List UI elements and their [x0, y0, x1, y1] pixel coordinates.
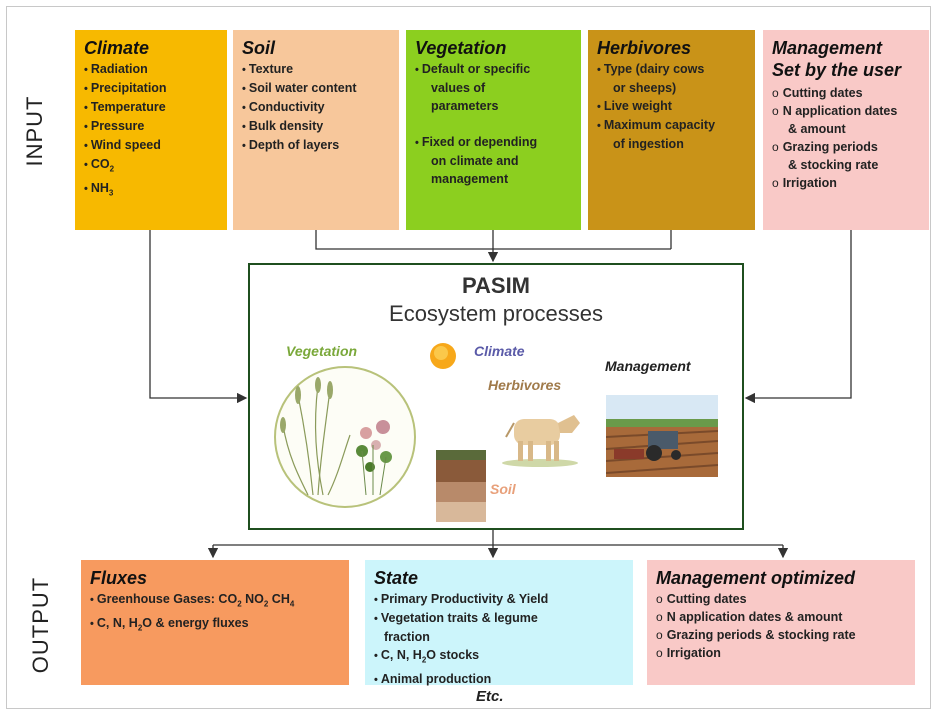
vegetation-item: •Default or specific — [415, 62, 531, 76]
pasim-box: PASIM Ecosystem processes Vegetation Cli… — [248, 263, 744, 530]
cow-image — [502, 415, 580, 467]
climate-item: •Pressure — [84, 119, 145, 133]
management-subtitle: Set by the user — [772, 60, 902, 80]
climate-item-nh3: •NH3 — [84, 180, 114, 198]
vegetation-item: •Fixed or depending — [415, 135, 538, 149]
climate-title: Climate — [84, 38, 150, 58]
arrow-climate — [149, 230, 248, 404]
herbivores-item: •Maximum capacity — [597, 118, 716, 132]
fluxes-title: Fluxes — [90, 568, 148, 588]
vegetation-title: Vegetation — [415, 38, 507, 58]
fluxes-item-energy: •C, N, H2O & energy fluxes — [90, 615, 249, 633]
pasim-management-label: Management — [605, 358, 691, 374]
management-title: Management — [772, 38, 883, 58]
climate-item: •Precipitation — [84, 81, 167, 95]
fluxes-output-box: Fluxes •Greenhouse Gases: CO2 NO2 CH4 •C… — [81, 560, 349, 685]
climate-item: •Wind speed — [84, 138, 161, 152]
soil-item: •Conductivity — [242, 100, 325, 114]
climate-item-co2: •CO2 — [84, 157, 115, 174]
management-item: & stocking rate — [788, 158, 879, 172]
state-title: State — [374, 568, 419, 588]
herbivores-input-box: Herbivores •Type (dairy cows or sheeps) … — [588, 30, 755, 230]
state-item: •Animal production — [374, 671, 492, 686]
soil-item: •Bulk density — [242, 119, 324, 133]
arrow-soil — [315, 230, 671, 250]
climate-item: •Temperature — [84, 100, 166, 114]
arrow-management — [744, 230, 852, 404]
pasim-soil-label: Soil — [490, 481, 516, 497]
soil-item: •Depth of layers — [242, 138, 340, 152]
herbivores-item: of ingestion — [613, 137, 684, 151]
herbivores-item: or sheeps) — [613, 81, 677, 95]
tractor-field-image — [606, 395, 718, 477]
figure-frame — [6, 6, 931, 709]
climate-item: •Radiation — [84, 62, 148, 76]
soil-item: •Texture — [242, 62, 294, 76]
etc-label: Etc. — [476, 688, 504, 705]
state-item: •Vegetation traits & legume — [374, 611, 538, 625]
herbivores-title: Herbivores — [597, 38, 692, 58]
herbivores-item: •Type (dairy cows — [597, 62, 705, 76]
pasim-subtitle: Ecosystem processes — [389, 301, 603, 326]
vegetation-item: parameters — [431, 99, 499, 113]
pasim-herbivores-label: Herbivores — [488, 377, 562, 393]
state-item: fraction — [384, 630, 430, 644]
management-item: & amount — [788, 122, 846, 136]
management-optimized-title: Management optimized — [656, 568, 856, 588]
climate-input-box: Climate •Radiation •Precipitation •Tempe… — [75, 30, 227, 230]
sun-icon — [430, 343, 456, 369]
fluxes-item-greenhouse-gases: •Greenhouse Gases: CO2 NO2 CH4 — [90, 592, 295, 609]
soil-input-box: Soil •Texture •Soil water content •Condu… — [233, 30, 399, 230]
pasim-climate-label: Climate — [474, 343, 525, 359]
soil-profile-image — [436, 450, 486, 522]
soil-title: Soil — [242, 38, 276, 58]
soil-item: •Soil water content — [242, 81, 357, 95]
vegetation-item: management — [431, 172, 509, 186]
state-output-box: State •Primary Productivity & Yield •Veg… — [365, 560, 633, 686]
pasim-vegetation-label: Vegetation — [286, 343, 358, 359]
vegetation-illustration — [274, 366, 416, 508]
vegetation-item: values of — [431, 81, 486, 95]
pasim-title: PASIM — [461, 273, 531, 298]
herbivores-item: •Live weight — [597, 99, 672, 113]
vegetation-input-box: Vegetation •Default or specific values o… — [406, 30, 581, 230]
vegetation-item: on climate and — [431, 154, 519, 168]
state-item-stocks: •C, N, H2O stocks — [374, 648, 480, 665]
state-item: •Primary Productivity & Yield — [374, 592, 549, 606]
spacer — [415, 115, 573, 133]
